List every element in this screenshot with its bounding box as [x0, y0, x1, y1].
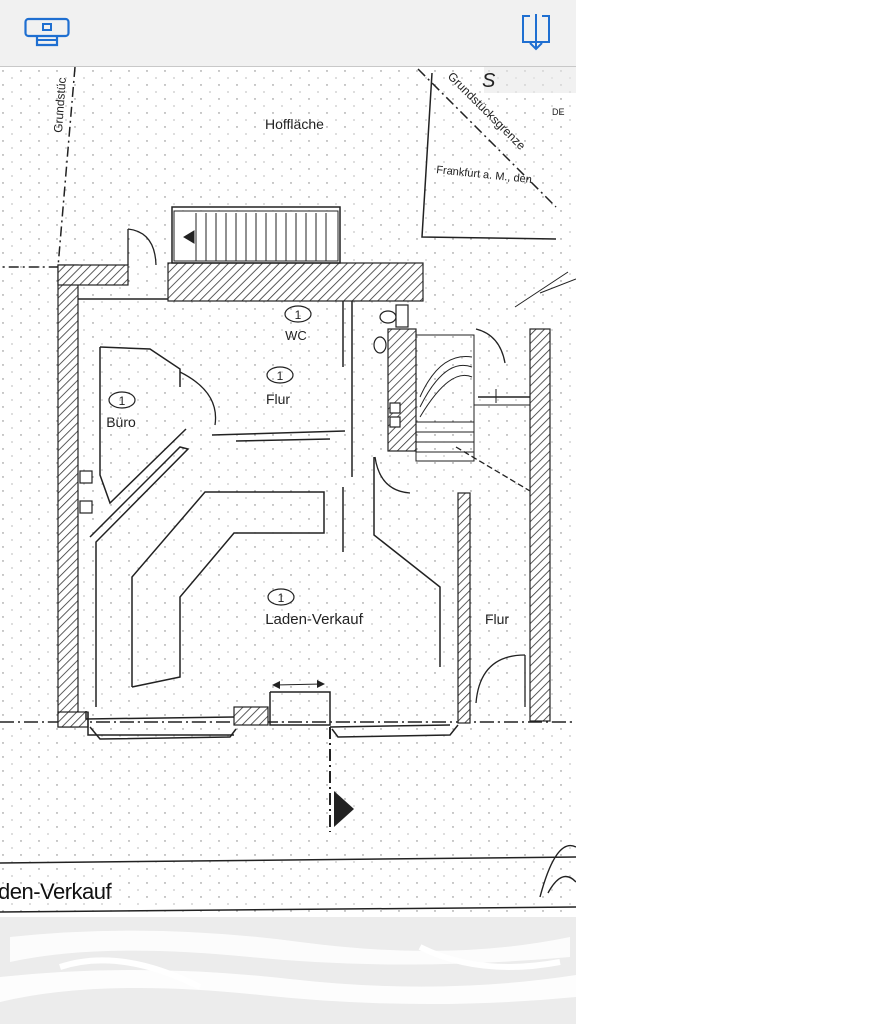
interior-stair [415, 334, 530, 462]
room-wc-number: 1 [295, 308, 302, 322]
room-laden-number: 1 [278, 591, 285, 605]
download-button[interactable] [512, 10, 560, 58]
exterior-walls [57, 262, 551, 728]
sanitary-fixtures [79, 304, 409, 514]
room-buero: 1 Büro [106, 391, 136, 430]
viewer-toolbar [0, 0, 576, 67]
room-wc-name: WC [285, 328, 307, 343]
room-laden-verkauf: 1 Laden-Verkauf [265, 588, 364, 628]
room-flur-upper: 1 Flur [266, 366, 294, 407]
room-flur-upper-name: Flur [266, 391, 290, 407]
room-buero-name: Büro [106, 414, 136, 430]
room-laden-name: Laden-Verkauf [265, 611, 363, 628]
download-icon [521, 12, 551, 57]
room-wc: 1 WC [284, 305, 312, 343]
outdoor-stairs [173, 210, 339, 262]
boundary-label-left: Grundstüc [51, 77, 69, 133]
document-viewer: S DE Grundstüc Grundstücksgrenze Frankfu… [0, 0, 576, 1024]
floor-plan-page[interactable]: S DE Grundstüc Grundstücksgrenze Frankfu… [0, 67, 576, 917]
section-marker [272, 680, 354, 827]
redacted-area [0, 917, 576, 1024]
door-swings [127, 228, 531, 707]
svg-text:S: S [482, 70, 496, 92]
svg-text:DE: DE [552, 107, 565, 117]
outdoor-area-label: Hoffläche [265, 116, 324, 132]
signature-mark [539, 844, 576, 898]
room-buero-number: 1 [119, 394, 126, 408]
room-flur-right-name: Flur [485, 611, 509, 627]
mobile-sync-icon [24, 12, 72, 57]
mobile-sync-button[interactable] [24, 10, 72, 58]
room-flur-right: Flur [485, 611, 509, 627]
room-flur-upper-number: 1 [277, 369, 284, 383]
plan-caption: den-Verkauf [0, 879, 112, 904]
interior-walls [78, 206, 530, 740]
floor-plan-drawing: S DE Grundstüc Grundstücksgrenze Frankfu… [0, 67, 576, 917]
stamp: S DE [482, 67, 576, 117]
